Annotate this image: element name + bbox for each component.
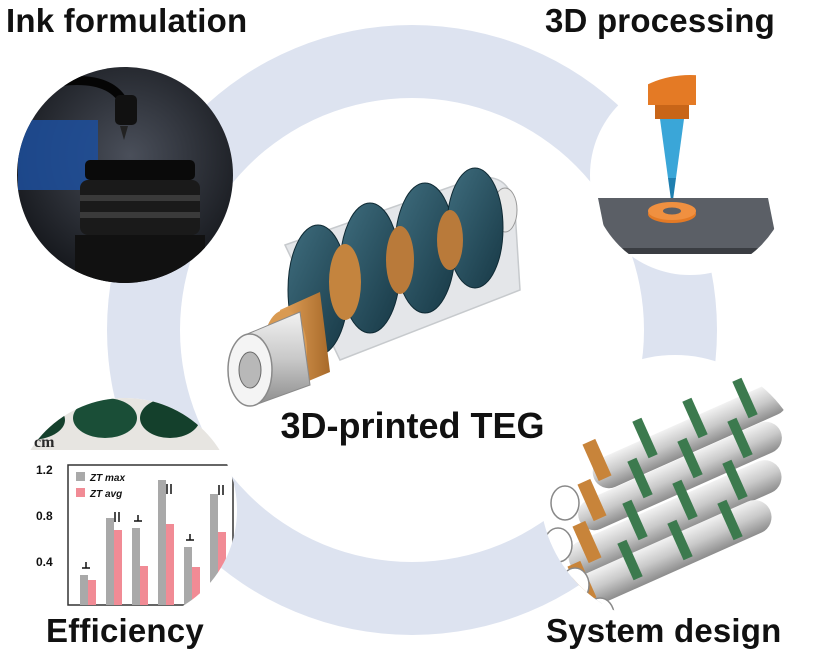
step-ink-formulation-label: Ink formulation: [6, 2, 248, 39]
legend-zt-avg: ZT avg: [89, 489, 122, 500]
ytick-0-4: 0.4: [36, 555, 53, 569]
teg-device-illustration: [227, 167, 521, 407]
center-title: 3D-printed TEG: [280, 405, 545, 446]
ytick-0-8: 0.8: [36, 509, 53, 523]
step-efficiency-label: Efficiency: [46, 612, 204, 649]
ytick-1-2: 1.2: [36, 463, 53, 477]
system-design-illustration: [540, 355, 810, 625]
ink-formulation-photo: [17, 67, 233, 283]
scale-bar-label: cm: [34, 434, 55, 451]
step-3d-processing-label: 3D processing: [545, 2, 776, 39]
legend-zt-max: ZT max: [89, 473, 125, 484]
step-system-design-label: System design: [546, 612, 782, 649]
3d-processing-illustration: [590, 75, 790, 275]
